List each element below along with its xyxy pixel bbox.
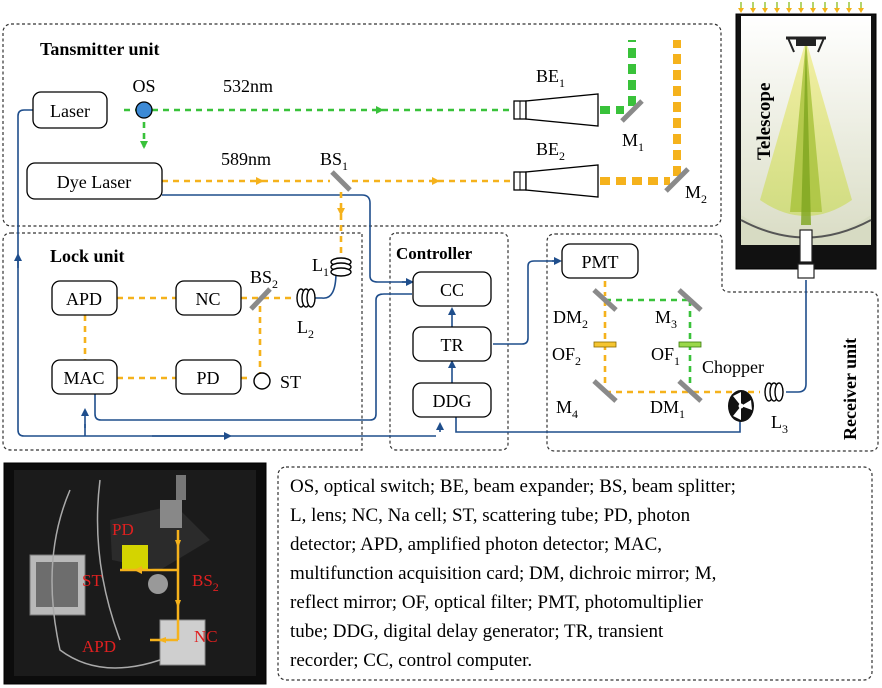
l1-lens-icon (330, 257, 352, 277)
photo-pd-label: PD (112, 520, 134, 539)
l2-lens-icon (296, 288, 316, 308)
of2-filter-icon (593, 341, 617, 348)
cc-box (412, 271, 492, 307)
of1-label: OF1 (651, 344, 680, 368)
chopper-label: Chopper (702, 357, 764, 377)
dye-laser-to-cc-line (162, 194, 412, 283)
dm2-mirror-icon (592, 288, 618, 312)
photo-nc-label: NC (194, 627, 218, 646)
be1-label: BE1 (536, 66, 565, 90)
m1-mirror-icon (620, 99, 644, 123)
dye-laser-box (26, 162, 163, 200)
l3-label: L3 (771, 412, 788, 436)
ddg-box (412, 382, 492, 418)
receiver-unit-frame (546, 233, 879, 452)
pmt-box (561, 243, 639, 279)
be2-label: BE2 (536, 139, 565, 163)
bs2-label: BS2 (250, 267, 278, 291)
nc-label: NC (195, 289, 220, 309)
lock-unit-photo (3, 462, 267, 685)
legend-line: detector; APD, amplified photon detector… (290, 534, 662, 555)
nc-box (175, 280, 242, 316)
apd-label: APD (66, 289, 102, 309)
legend-line: reflect mirror; OF, optical filter; PMT,… (290, 592, 704, 613)
m1-label: M1 (622, 130, 644, 154)
ddg-label: DDG (433, 391, 472, 411)
dye-laser-label: Dye Laser (57, 172, 131, 192)
transmitter-unit-title: Tansmitter unit (40, 39, 160, 59)
tr-box (412, 326, 492, 362)
telescope-panel (735, 13, 877, 279)
lock-unit-title: Lock unit (50, 246, 125, 266)
photo-bs2-label: BS2 (192, 571, 219, 594)
legend-line: OS, optical switch; BE, beam expander; B… (290, 476, 736, 497)
receiver-unit-title: Receiver unit (840, 338, 860, 440)
of1-filter-icon (678, 341, 702, 348)
controller-unit-frame (389, 232, 509, 451)
controller-unit-title: Controller (396, 244, 473, 263)
laser-box (32, 91, 108, 129)
pmt-to-tr-line (493, 260, 560, 345)
signal-cables (14, 109, 807, 440)
dm1-label: DM1 (650, 397, 685, 421)
bs1-splitter-icon (330, 170, 352, 192)
photo-st-label: ST (82, 571, 102, 590)
pmt-label: PMT (581, 252, 618, 272)
beam-expander-1-icon (513, 93, 599, 127)
pd-label: PD (196, 368, 219, 388)
l2-label: L2 (297, 317, 314, 341)
mac-label: MAC (63, 368, 104, 388)
tr-label: TR (440, 335, 463, 355)
laser-label: Laser (50, 101, 90, 121)
photo-apd-label: APD (82, 637, 116, 656)
bs2-splitter-icon (249, 287, 272, 311)
telescope-to-l3-fiber (786, 280, 807, 393)
legend-line: multifunction acquisition card; DM, dich… (290, 563, 716, 584)
legend-line: L, lens; NC, Na cell; ST, scattering tub… (290, 505, 691, 526)
incoming-light-arrows (738, 2, 864, 13)
laser-trigger-line (17, 109, 436, 437)
pd-box (175, 359, 242, 395)
wavelength-532-label: 532nm (223, 76, 273, 96)
legend-line: recorder; CC, control computer. (290, 650, 532, 671)
m3-mirror-icon (677, 288, 703, 312)
cc-label: CC (440, 280, 464, 300)
lock-unit-frame (2, 232, 363, 451)
apd-box (51, 280, 118, 316)
mac-box (51, 359, 118, 395)
dm2-label: DM2 (553, 307, 588, 331)
l1-label: L1 (312, 255, 329, 279)
os-label: OS (132, 76, 155, 96)
legend-line: tube; DDG, digital delay generator; TR, … (290, 621, 664, 642)
optical-switch-icon (135, 101, 153, 119)
l3-lens-icon (764, 382, 784, 402)
green-beam-path (124, 40, 636, 149)
chopper-wheel-icon (728, 390, 754, 422)
telescope-label: Telescope (754, 83, 775, 160)
yellow-beam-path (83, 40, 681, 381)
m2-mirror-icon (664, 167, 690, 193)
scattering-tube-icon (253, 372, 271, 390)
wavelength-589-label: 589nm (221, 149, 271, 169)
beam-expander-2-icon (513, 164, 599, 198)
mac-to-cc-line (94, 293, 412, 421)
dm1-mirror-icon (677, 379, 703, 403)
m4-mirror-icon (592, 379, 618, 403)
of2-label: OF2 (552, 344, 581, 368)
bs1-label: BS1 (320, 149, 348, 173)
m3-label: M3 (655, 307, 677, 331)
st-label: ST (280, 372, 301, 392)
m2-label: M2 (685, 182, 707, 206)
abbreviation-legend-frame (277, 466, 873, 681)
m4-label: M4 (556, 397, 578, 421)
abbreviation-legend: OS, optical switch; BE, beam expander; B… (290, 476, 736, 671)
ddg-to-chopper-line (455, 414, 741, 433)
l1-fiber (312, 271, 337, 299)
